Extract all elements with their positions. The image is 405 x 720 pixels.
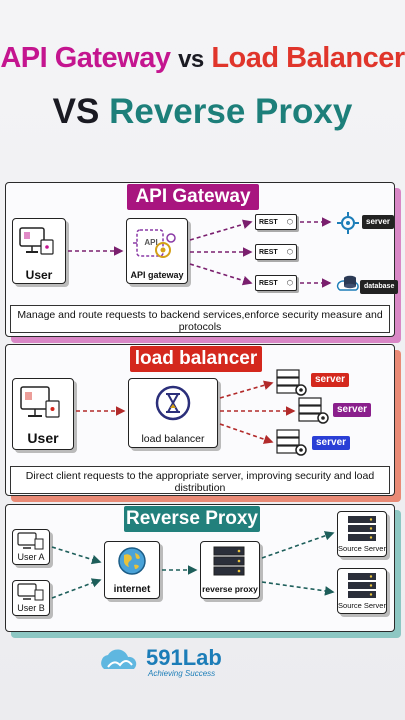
source-server-label-1: Source Server bbox=[338, 544, 386, 553]
load-balancer-caption: Direct client requests to the appropriat… bbox=[10, 466, 390, 494]
arrow-userb-to-internet bbox=[51, 578, 102, 599]
api-database-badge: database bbox=[360, 280, 399, 294]
api-gateway-node-label: API gateway bbox=[130, 270, 184, 280]
lb-server-badge-2: server bbox=[333, 403, 372, 417]
server-rack-icon-3 bbox=[276, 429, 307, 456]
api-gateway-label: API Gateway bbox=[127, 184, 259, 210]
arrow-balancer-to-server-3 bbox=[219, 423, 274, 444]
source-server-icon-2 bbox=[348, 573, 376, 598]
user-a-label: User A bbox=[17, 552, 45, 562]
api-server-badge: server bbox=[362, 215, 395, 229]
internet-label: internet bbox=[113, 584, 151, 595]
server-rack-icon-2 bbox=[298, 397, 329, 424]
gateway-icon-text: API bbox=[144, 238, 158, 247]
rest-gear-icon-2: ⬡ bbox=[286, 249, 293, 256]
user-b-label: User B bbox=[17, 603, 45, 613]
title-vs-2: VS bbox=[52, 92, 100, 131]
arrow-balancer-to-server-1 bbox=[219, 380, 274, 399]
lb-server-badge-1: server bbox=[311, 373, 350, 387]
arrow-gateway-to-rest-1 bbox=[189, 219, 253, 241]
arrow-usera-to-internet bbox=[51, 546, 102, 565]
main-title-line2: VS Reverse Proxy bbox=[0, 92, 405, 132]
api-gateway-caption: Manage and route requests to backend ser… bbox=[10, 305, 390, 333]
title-load-balancer: Load Balancer bbox=[211, 42, 405, 74]
reverse-proxy-node-label: reverse proxy bbox=[202, 584, 258, 594]
proxy-server-icon bbox=[213, 546, 245, 576]
rest-endpoint-3: REST ⬡ bbox=[255, 275, 297, 291]
arrow-proxy-to-source-1 bbox=[261, 531, 335, 559]
database-icon bbox=[336, 275, 359, 291]
user-a-monitor-icon bbox=[17, 532, 44, 550]
hourglass-icon bbox=[155, 385, 191, 421]
brand-logo-name: 591Lab bbox=[146, 645, 222, 670]
lb-user-label: User bbox=[27, 430, 59, 446]
api-user-label: User bbox=[25, 268, 53, 282]
rest-gear-icon-1: ⬡ bbox=[286, 219, 293, 226]
brand-logo-tagline: Achieving Success bbox=[148, 669, 216, 678]
globe-icon bbox=[118, 547, 146, 575]
server-cloud-icon bbox=[337, 212, 359, 234]
reverse-proxy-label: Reverse Proxy bbox=[124, 506, 260, 532]
user-b-monitor-icon bbox=[17, 583, 44, 601]
load-balancer-label: load balancer bbox=[130, 346, 262, 372]
rest-label-2: REST bbox=[259, 248, 278, 256]
rest-label-1: REST bbox=[259, 218, 278, 226]
rest-gear-icon-3: ⬡ bbox=[286, 280, 293, 287]
rest-endpoint-2: REST ⬡ bbox=[255, 244, 297, 260]
arrow-gateway-to-rest-3 bbox=[189, 263, 253, 286]
server-rack-icon-1 bbox=[276, 369, 307, 396]
lb-server-badge-3: server bbox=[312, 436, 351, 450]
gateway-icon bbox=[133, 229, 176, 258]
load-balancer-node-label: load balancer bbox=[141, 433, 205, 445]
main-title-line1: API Gateway vs Load Balancer bbox=[0, 42, 405, 75]
title-vs: vs bbox=[178, 46, 204, 73]
source-server-icon-1 bbox=[348, 516, 376, 541]
user-monitor-icon bbox=[19, 227, 54, 255]
arrow-proxy-to-source-2 bbox=[261, 581, 335, 596]
rest-label-3: REST bbox=[259, 279, 278, 287]
title-reverse-proxy: Reverse Proxy bbox=[109, 92, 353, 131]
source-server-label-2: Source Server bbox=[338, 601, 386, 610]
rest-endpoint-1: REST ⬡ bbox=[255, 214, 297, 230]
title-api-gateway: API Gateway bbox=[0, 42, 171, 74]
lb-user-monitor-icon bbox=[20, 386, 60, 418]
brand-logo-icon bbox=[101, 649, 137, 669]
